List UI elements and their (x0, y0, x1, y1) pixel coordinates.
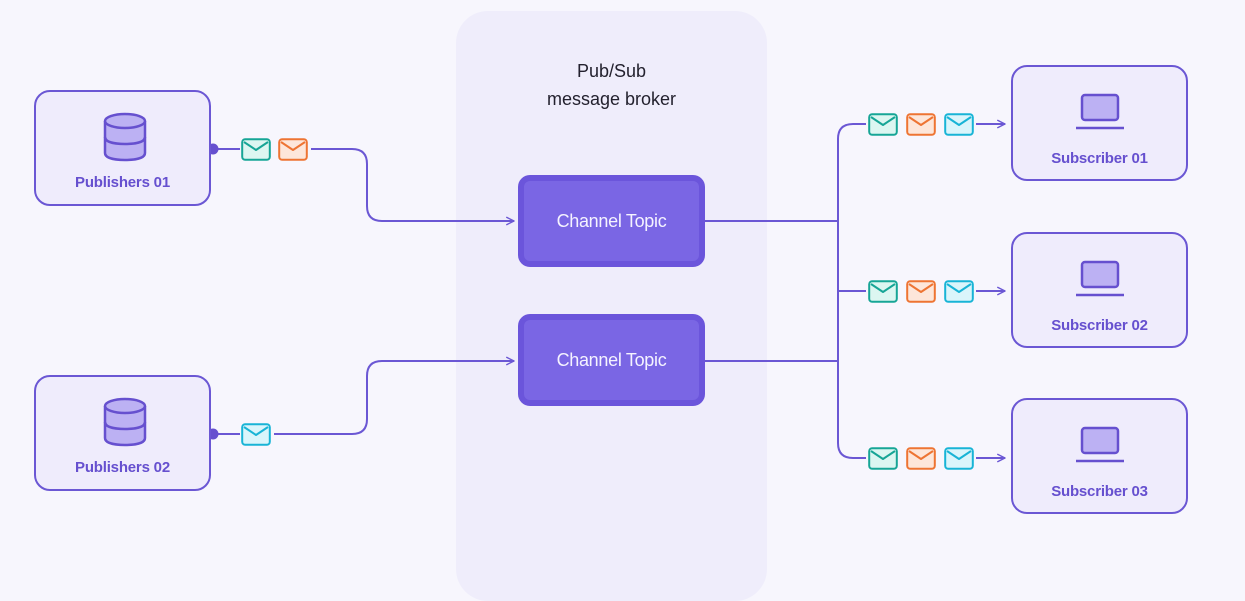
channel-topic-2[interactable]: Channel Topic (518, 314, 705, 406)
publisher-node-2[interactable]: Publishers 02 (34, 375, 211, 491)
database-icon (103, 112, 147, 162)
connector-lines (207, 119, 1006, 463)
subscriber-node-2[interactable]: Subscriber 02 (1011, 232, 1188, 348)
publisher-label: Publishers 02 (75, 459, 170, 476)
broker-title-line1: Pub/Sub (576, 61, 647, 81)
laptop-icon (1076, 260, 1124, 297)
laptop-icon (1076, 426, 1124, 463)
channel-topic-1[interactable]: Channel Topic (518, 175, 705, 267)
subscriber-label: Subscriber 01 (1051, 150, 1148, 167)
message-envelope-icon (241, 138, 271, 161)
message-envelope-icon (868, 280, 898, 303)
subscriber-node-1[interactable]: Subscriber 01 (1011, 65, 1188, 181)
message-envelope-icon (906, 113, 936, 136)
message-envelope-icon (906, 280, 936, 303)
message-envelope-icon (868, 447, 898, 470)
message-envelope-icon (278, 138, 308, 161)
subscriber-label: Subscriber 02 (1051, 317, 1148, 334)
broker-panel: Pub/Sub message broker (456, 11, 767, 601)
message-envelope-icon (944, 447, 974, 470)
broker-title: Pub/Sub message broker (456, 57, 767, 113)
pub2-line-b (274, 356, 515, 435)
message-envelope-icon (241, 423, 271, 446)
message-envelope-icon (868, 113, 898, 136)
publisher-label: Publishers 01 (75, 174, 170, 191)
broker-title-line2: message broker (546, 89, 677, 109)
message-envelope-icon (944, 113, 974, 136)
subscriber-label: Subscriber 03 (1051, 483, 1148, 500)
laptop-icon (1076, 93, 1124, 130)
database-icon (103, 397, 147, 447)
subscriber-node-3[interactable]: Subscriber 03 (1011, 398, 1188, 514)
publisher-node-1[interactable]: Publishers 01 (34, 90, 211, 206)
pub1-line-b (311, 148, 515, 226)
message-envelope-icon (906, 447, 936, 470)
message-envelope-icon (944, 280, 974, 303)
